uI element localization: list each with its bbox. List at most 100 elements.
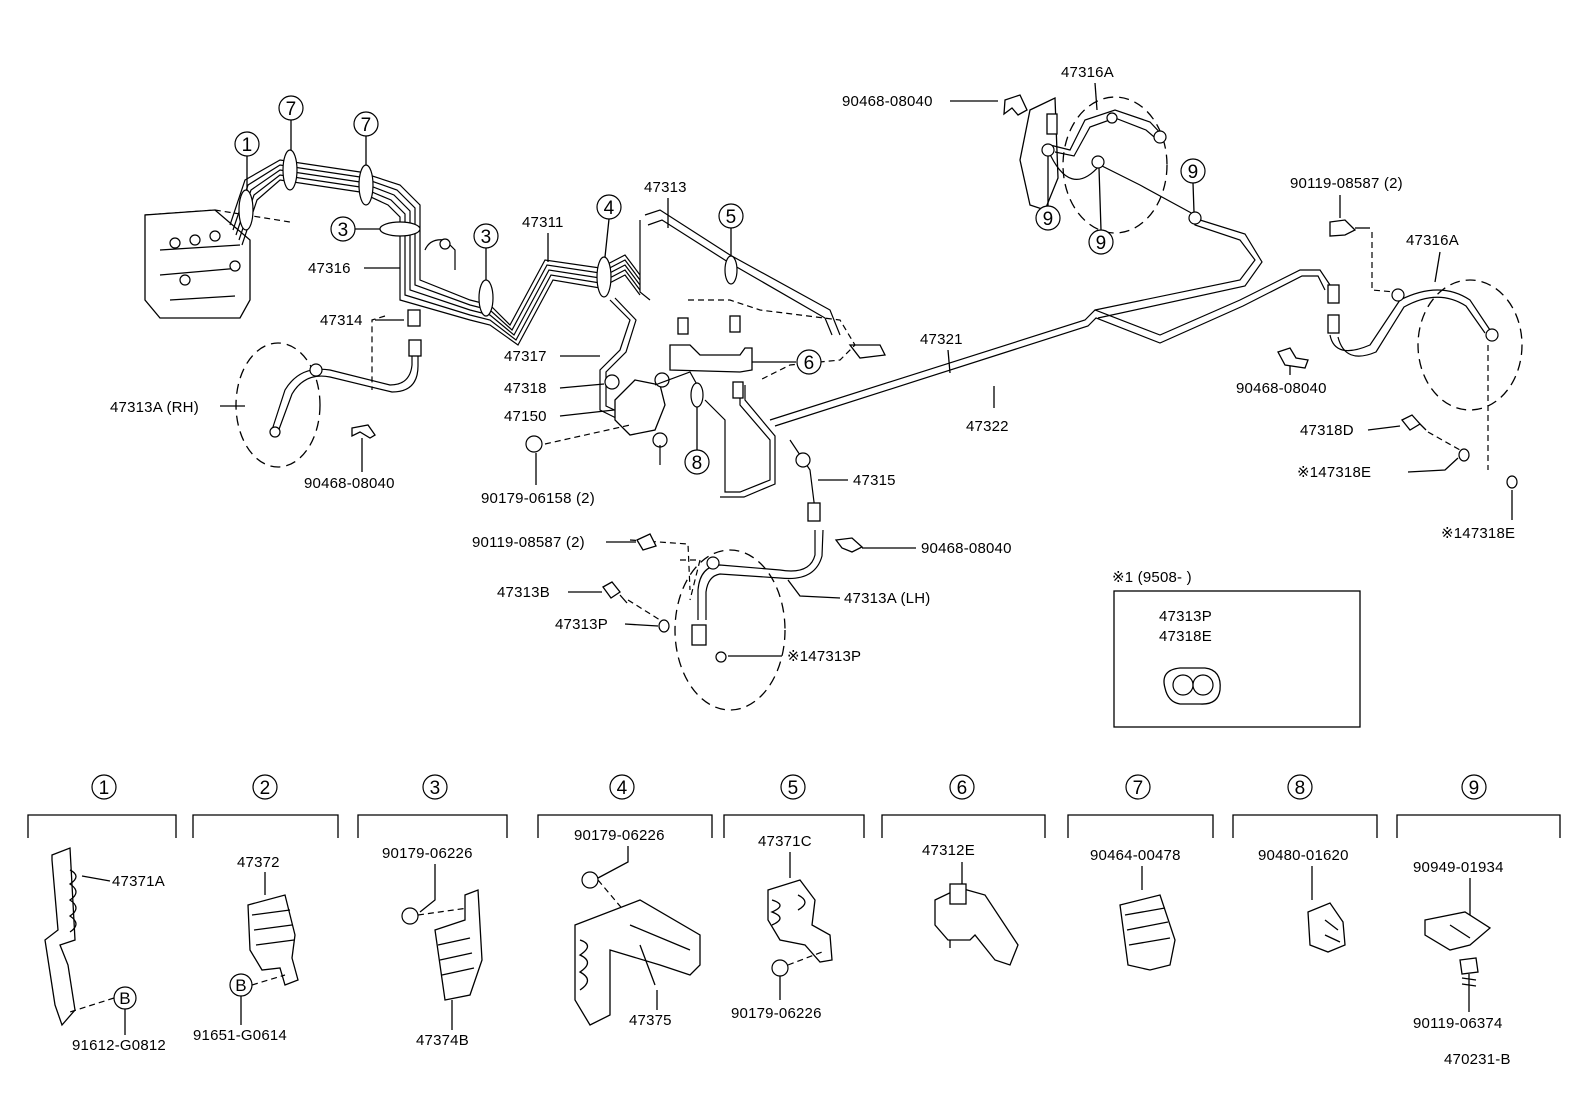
label-90468-left: 90468-08040 — [304, 475, 395, 492]
diagram-id: 470231-B — [1444, 1051, 1511, 1068]
svg-text:9: 9 — [1043, 209, 1054, 230]
clamp-90179-06226-a: 90179-06226 — [382, 845, 473, 862]
inset-line2: 47318E — [1159, 628, 1212, 645]
clamp-group-4: 4 90179-06226 47375 — [537, 774, 713, 1029]
bolts-front-lh — [602, 533, 864, 633]
clamp-91651-G0614: 91651-G0614 — [193, 1027, 287, 1044]
svg-text:B: B — [235, 976, 247, 995]
label-90119-mid: 90119-08587 (2) — [472, 534, 585, 551]
clamp-90464-00478: 90464-00478 — [1090, 847, 1181, 864]
rear-rh-rotor-circle — [1062, 96, 1168, 234]
label-47313A-RH: 47313A (RH) — [110, 399, 199, 416]
front-rh-rotor-circle — [235, 342, 321, 468]
label-47318: 47318 — [504, 380, 547, 397]
svg-text:8: 8 — [692, 453, 703, 474]
bolt-90179-06158 — [525, 424, 631, 453]
inset-box: ※1 (9508- ) 47313P 47318E — [1112, 569, 1361, 728]
label-47314: 47314 — [320, 312, 363, 329]
junction-6-area — [669, 299, 886, 498]
clamp-47372: 47372 — [237, 854, 280, 871]
svg-text:1: 1 — [99, 778, 110, 799]
svg-text:5: 5 — [726, 207, 737, 228]
label-47150: 47150 — [504, 408, 547, 425]
svg-text:3: 3 — [338, 220, 349, 241]
label-47316A-top: 47316A — [1061, 64, 1114, 81]
svg-text:6: 6 — [804, 353, 815, 374]
clamp-3a-oval — [379, 221, 421, 237]
clamp-47375: 47375 — [629, 1012, 672, 1029]
clamp-47312E: 47312E — [922, 842, 975, 859]
front-rh-hose — [235, 309, 422, 468]
clamp-91612-G0812: 91612-G0812 — [72, 1037, 166, 1054]
svg-text:4: 4 — [617, 778, 628, 799]
label-90468-right: 90468-08040 — [1236, 380, 1327, 397]
label-47313A-LH: 47313A (LH) — [844, 590, 930, 607]
svg-text:3: 3 — [481, 227, 492, 248]
clamp-group-2: 2 47372 B 91651-G0614 — [192, 774, 339, 1044]
svg-text:4: 4 — [604, 198, 615, 219]
clamp-group-7: 7 90464-00478 — [1067, 774, 1214, 971]
clamp-90480-01620: 90480-01620 — [1258, 847, 1349, 864]
clamp-90119-06374: 90119-06374 — [1413, 1015, 1503, 1032]
clamp-47374B: 47374B — [416, 1032, 469, 1049]
clamp-47371A: 47371A — [112, 873, 165, 890]
inset-line1: 47313P — [1159, 608, 1212, 625]
label-90468-top: 90468-08040 — [842, 93, 933, 110]
label-47313P: 47313P — [555, 616, 608, 633]
clamp-group-3: 3 90179-06226 47374B — [357, 774, 508, 1049]
front-lh-rotor-circle — [674, 549, 786, 711]
clamp-90949-01934: 90949-01934 — [1413, 859, 1504, 876]
clamp-group-1: 1 47371A B 91612-G0812 — [27, 774, 177, 1054]
rear-lines-47321-47322 — [769, 214, 1331, 427]
svg-text:2: 2 — [260, 778, 271, 799]
svg-text:B: B — [119, 989, 131, 1008]
tubes-to-valve — [599, 209, 841, 421]
svg-text:7: 7 — [361, 115, 372, 136]
label-47313B: 47313B — [497, 584, 550, 601]
svg-text:3: 3 — [430, 778, 441, 799]
rear-lh-rotor-circle — [1417, 279, 1523, 411]
clamp-7b-oval — [358, 164, 374, 206]
clamp-47371C: 47371C — [758, 833, 812, 850]
label-90468-mid: 90468-08040 — [921, 540, 1012, 557]
clamp-90179-06226-c: 90179-06226 — [731, 1005, 822, 1022]
svg-text:7: 7 — [286, 99, 297, 120]
label-47322: 47322 — [966, 418, 1009, 435]
label-47311: 47311 — [522, 214, 564, 231]
bolt-47318D — [1400, 414, 1518, 489]
label-47313: 47313 — [644, 179, 687, 196]
label-90179-06158: 90179-06158 (2) — [481, 490, 595, 507]
clamp-1-oval — [238, 189, 254, 231]
svg-text:6: 6 — [957, 778, 968, 799]
label-147313P: ※147313P — [787, 648, 861, 665]
label-47318D: 47318D — [1300, 422, 1354, 439]
label-147318E-a: ※147318E — [1297, 464, 1371, 481]
clamp-4-oval — [596, 256, 612, 298]
svg-text:7: 7 — [1133, 778, 1144, 799]
clamp-group-5: 5 47371C 90179-06226 — [723, 774, 865, 1022]
label-47321: 47321 — [920, 331, 963, 348]
part-labels: 47316A 90468-08040 90119-08587 (2) 47316… — [110, 64, 1515, 665]
master-cylinder-assembly — [144, 209, 291, 319]
clamp-3b-oval — [478, 279, 494, 317]
label-147318E-b: ※147318E — [1441, 525, 1515, 542]
svg-text:5: 5 — [788, 778, 799, 799]
clamp-group-6: 6 47312E — [881, 774, 1046, 966]
callout-circles: 1 7 7 3 3 4 5 6 8 9 9 9 — [234, 95, 1206, 475]
rear-left-assembly — [1277, 219, 1523, 470]
svg-text:8: 8 — [1295, 778, 1306, 799]
svg-text:1: 1 — [242, 135, 253, 156]
svg-text:9: 9 — [1469, 778, 1480, 799]
clamp-90179-06226-b: 90179-06226 — [574, 827, 665, 844]
svg-text:9: 9 — [1188, 162, 1199, 183]
svg-text:9: 9 — [1096, 233, 1107, 254]
proportioning-valve — [604, 371, 701, 465]
label-47316A-right: 47316A — [1406, 232, 1459, 249]
inset-header: ※1 (9508- ) — [1112, 569, 1192, 586]
clamp-details: 1 47371A B 91612-G0812 2 47372 B 91651-G… — [27, 774, 1561, 1054]
clamp-group-9: 9 90949-01934 90119-06374 — [1396, 774, 1561, 1032]
clamp-7a-oval — [282, 149, 298, 191]
clamp-group-8: 8 90480-01620 — [1232, 774, 1378, 953]
label-47317: 47317 — [504, 348, 547, 365]
